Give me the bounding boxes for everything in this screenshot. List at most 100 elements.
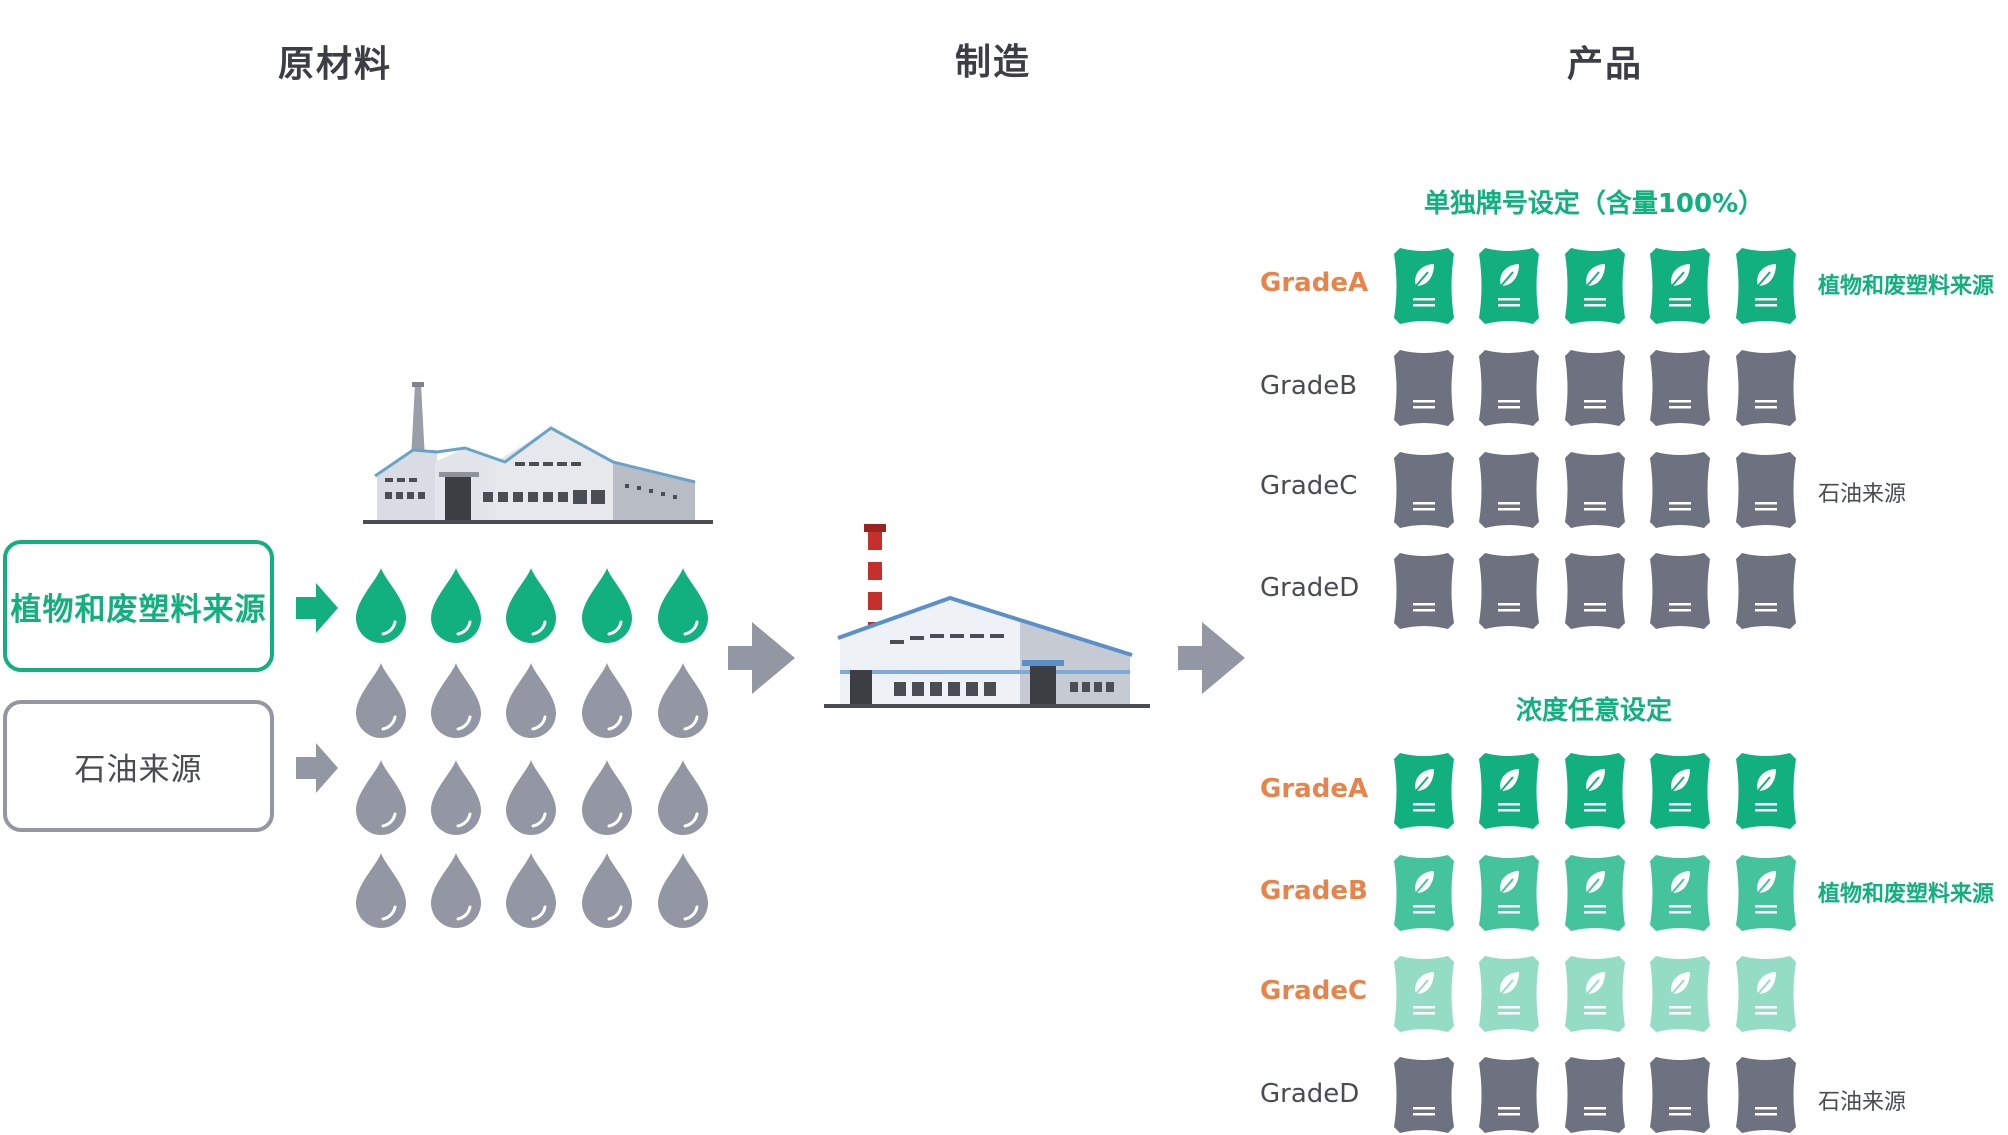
drop-icon xyxy=(658,760,708,835)
drop-icon xyxy=(431,568,481,643)
grade-label: GradeD xyxy=(1260,1079,1360,1109)
drop-icon xyxy=(356,568,406,643)
raw-material-factory-icon xyxy=(363,382,713,524)
product-bag xyxy=(1736,855,1796,931)
product-bag xyxy=(1650,753,1710,829)
product-bag xyxy=(1394,956,1454,1032)
leaf-icon xyxy=(1757,871,1776,894)
bag-source-label: 植物和废塑料来源 xyxy=(1818,882,1995,907)
product-bag xyxy=(1736,956,1796,1032)
drop-icon xyxy=(582,853,632,928)
product-bag xyxy=(1479,248,1539,324)
product-bag xyxy=(1650,1057,1710,1133)
product-bag xyxy=(1479,452,1539,528)
leaf-icon xyxy=(1415,871,1434,894)
drop-icon xyxy=(658,853,708,928)
bag-source-label: 植物和废塑料来源 xyxy=(1818,274,1995,299)
product-bag xyxy=(1565,956,1625,1032)
product-bag xyxy=(1736,248,1796,324)
section-title-single-grade: 单独牌号设定（含量100%） xyxy=(1423,189,1765,219)
product-bag xyxy=(1650,855,1710,931)
drop-icon xyxy=(431,663,481,738)
product-bag xyxy=(1565,452,1625,528)
leaf-icon xyxy=(1586,264,1605,287)
product-bag xyxy=(1394,855,1454,931)
drop-icon xyxy=(356,853,406,928)
product-bag xyxy=(1565,248,1625,324)
product-bag xyxy=(1479,1057,1539,1133)
leaf-icon xyxy=(1671,972,1690,995)
product-bag xyxy=(1650,350,1710,426)
product-bag xyxy=(1394,248,1454,324)
drop-icon xyxy=(431,853,481,928)
grade-label: GradeC xyxy=(1260,471,1358,501)
leaf-icon xyxy=(1500,769,1519,792)
grade-label: GradeD xyxy=(1260,573,1360,603)
section-title-concentration: 浓度任意设定 xyxy=(1515,696,1672,726)
drop-icon xyxy=(431,760,481,835)
leaf-icon xyxy=(1500,972,1519,995)
column-title-manufacturing: 制造 xyxy=(954,42,1031,83)
arrow-right-icon xyxy=(728,622,795,694)
grade-label: GradeA xyxy=(1260,268,1369,298)
product-bag xyxy=(1650,956,1710,1032)
source-box-bio: 植物和废塑料来源 xyxy=(3,540,274,672)
drop-icon xyxy=(356,760,406,835)
product-bag xyxy=(1479,855,1539,931)
column-title-raw: 原材料 xyxy=(277,44,392,85)
arrow-right-icon xyxy=(296,743,338,793)
drop-icon xyxy=(658,663,708,738)
drop-icon xyxy=(658,568,708,643)
leaf-icon xyxy=(1757,972,1776,995)
product-bag xyxy=(1394,452,1454,528)
product-bag xyxy=(1479,753,1539,829)
product-bag xyxy=(1394,350,1454,426)
product-bag xyxy=(1394,553,1454,629)
product-bag xyxy=(1565,1057,1625,1133)
grade-label: GradeA xyxy=(1260,774,1369,804)
column-title-product: 产品 xyxy=(1566,44,1643,85)
leaf-icon xyxy=(1757,264,1776,287)
leaf-icon xyxy=(1586,972,1605,995)
arrow-right-icon xyxy=(1178,622,1245,694)
bag-source-label: 石油来源 xyxy=(1818,1090,1907,1115)
drop-icon xyxy=(506,853,556,928)
product-bag xyxy=(1736,553,1796,629)
leaf-icon xyxy=(1671,871,1690,894)
drop-icon xyxy=(582,568,632,643)
drop-icon xyxy=(582,760,632,835)
product-bag xyxy=(1565,753,1625,829)
product-bag xyxy=(1650,452,1710,528)
product-bag xyxy=(1479,350,1539,426)
product-bag xyxy=(1479,956,1539,1032)
product-bag xyxy=(1736,753,1796,829)
product-bag xyxy=(1650,553,1710,629)
product-bag xyxy=(1394,753,1454,829)
drop-icon xyxy=(506,568,556,643)
drop-icon xyxy=(582,663,632,738)
grade-label: GradeC xyxy=(1260,976,1368,1006)
leaf-icon xyxy=(1586,769,1605,792)
grade-label: GradeB xyxy=(1260,876,1368,906)
product-bag xyxy=(1565,855,1625,931)
leaf-icon xyxy=(1415,972,1434,995)
product-bag xyxy=(1736,1057,1796,1133)
bag-source-label: 石油来源 xyxy=(1818,482,1907,507)
leaf-icon xyxy=(1415,264,1434,287)
leaf-icon xyxy=(1757,769,1776,792)
product-bag xyxy=(1394,1057,1454,1133)
product-bag xyxy=(1479,553,1539,629)
grade-label: GradeB xyxy=(1260,371,1358,401)
leaf-icon xyxy=(1671,264,1690,287)
manufacturing-factory-icon xyxy=(824,524,1150,708)
leaf-icon xyxy=(1586,871,1605,894)
product-bag xyxy=(1565,350,1625,426)
leaf-icon xyxy=(1500,264,1519,287)
product-bag xyxy=(1736,452,1796,528)
product-bag xyxy=(1736,350,1796,426)
arrow-right-icon xyxy=(296,583,338,633)
leaf-icon xyxy=(1415,769,1434,792)
